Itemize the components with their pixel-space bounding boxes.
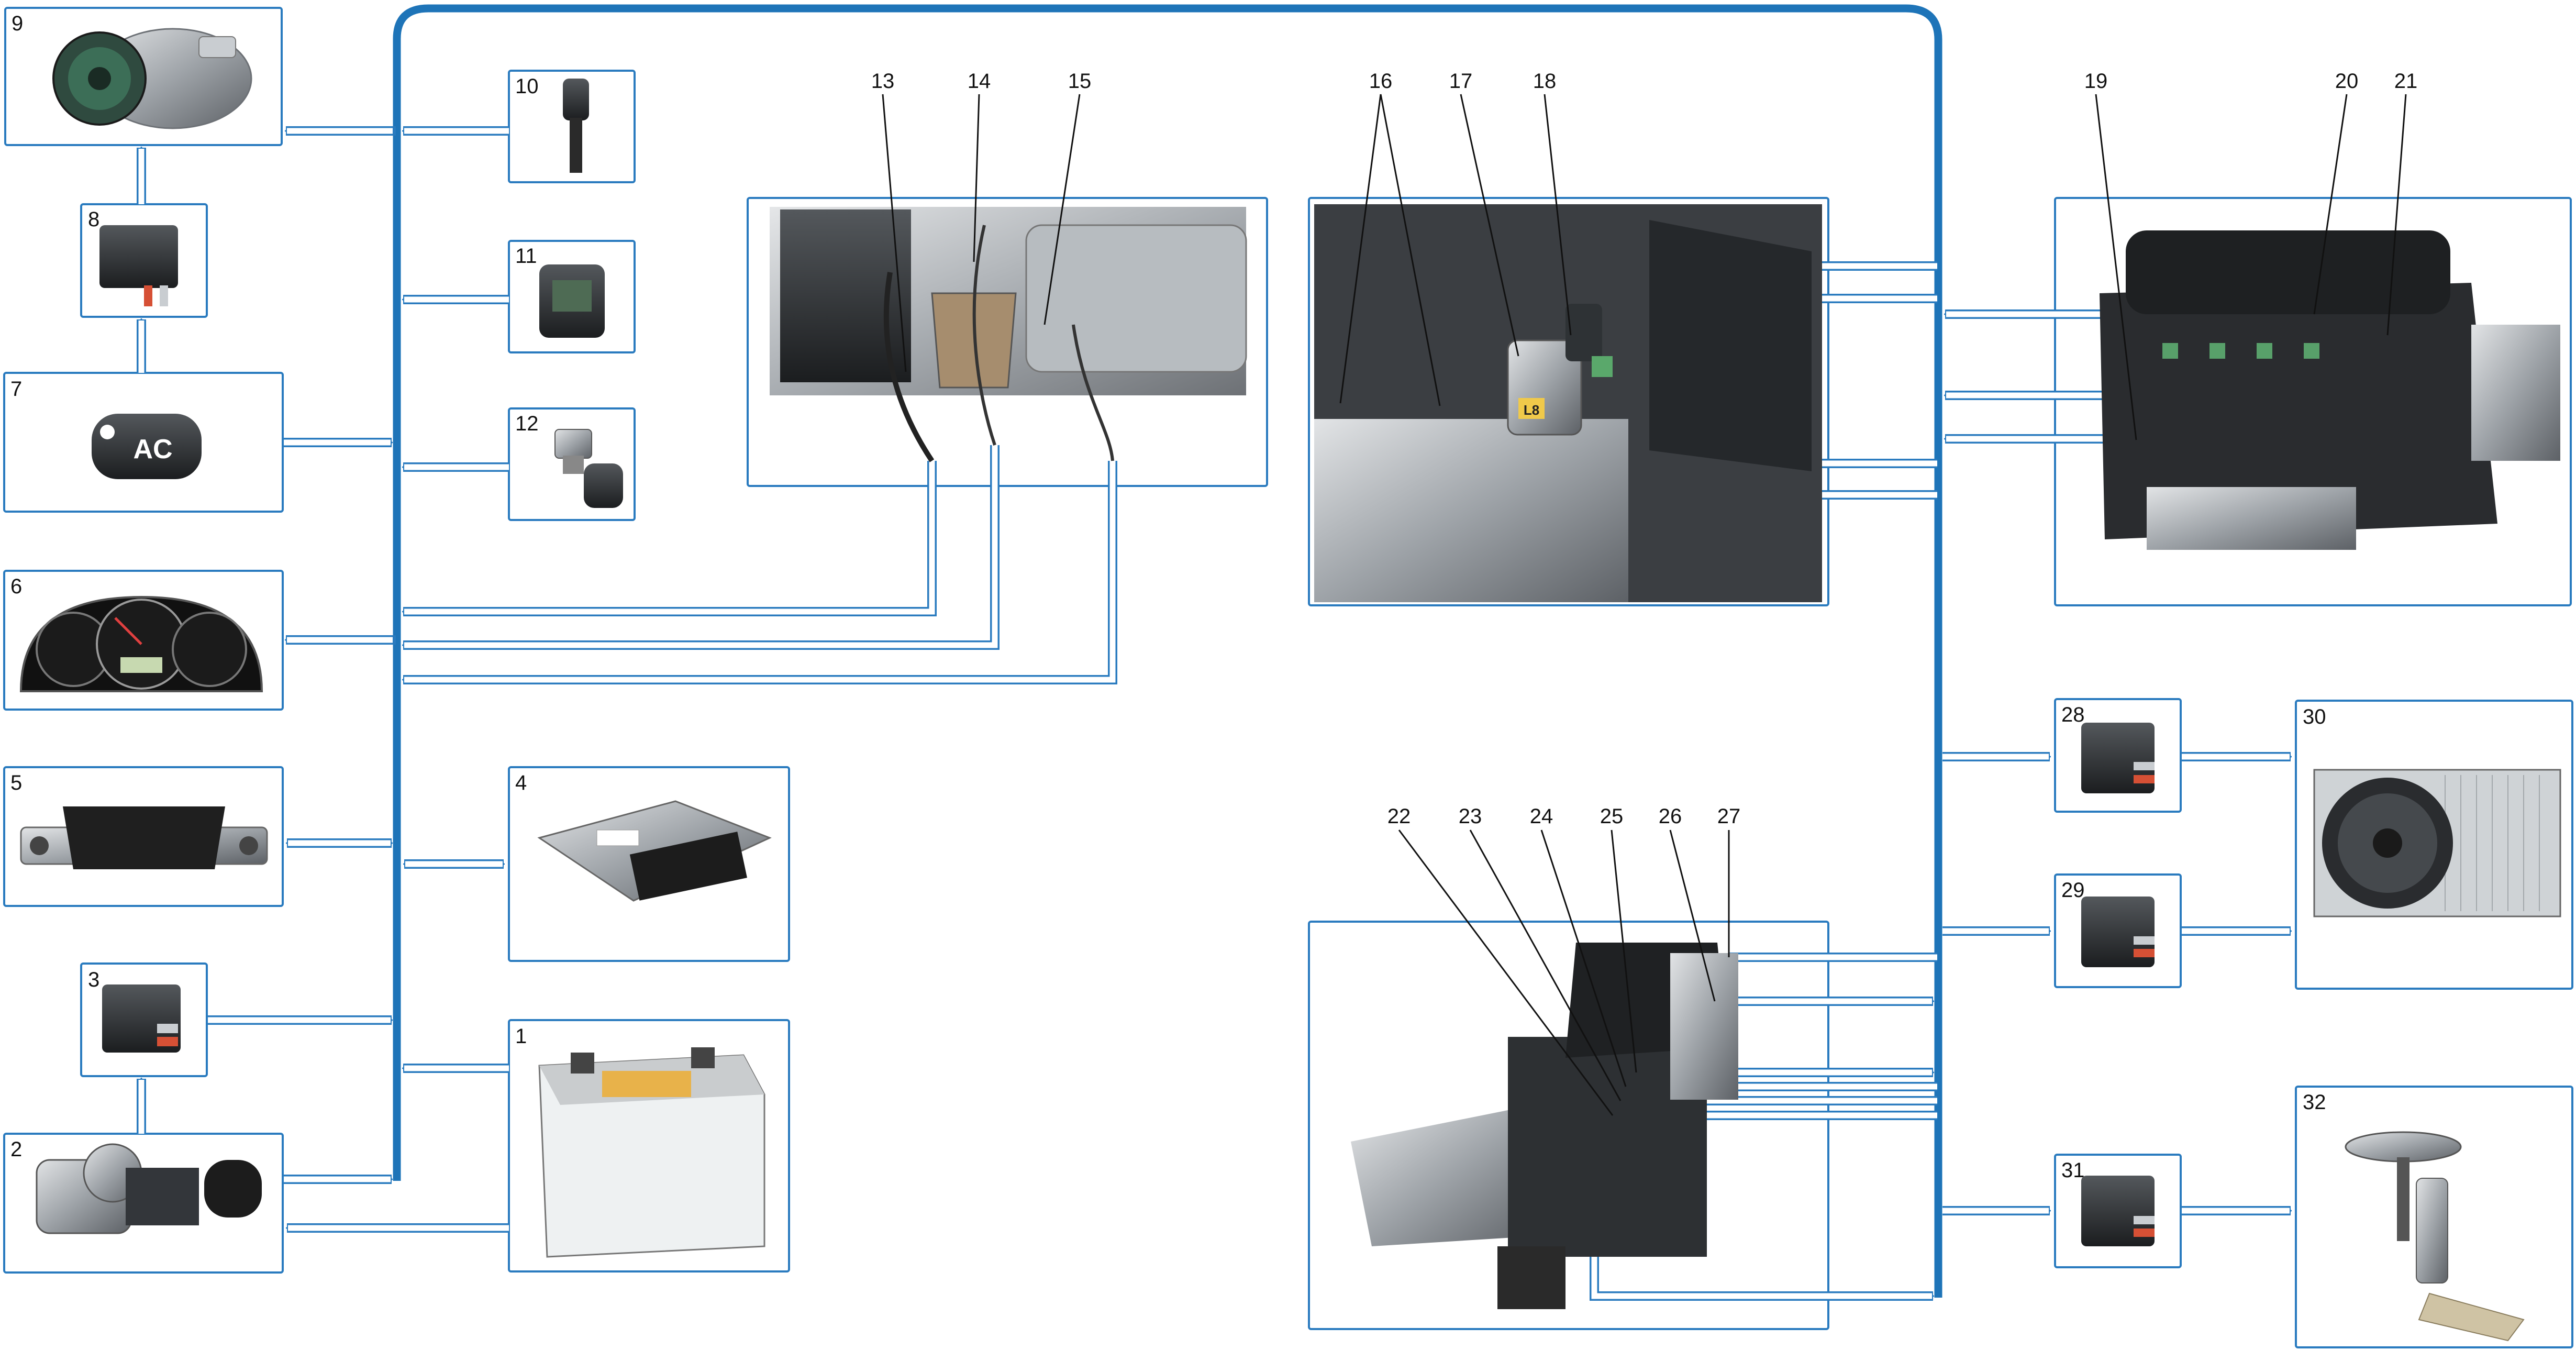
callout-leaders bbox=[882, 94, 2407, 1116]
ac-compressor-icon bbox=[52, 28, 252, 129]
label-31: 31 bbox=[2061, 1159, 2085, 1182]
relay-icon bbox=[2081, 1176, 2155, 1246]
throttle-body-photo-icon: L8 bbox=[1314, 204, 1822, 602]
label-11: 11 bbox=[515, 245, 537, 268]
callout-13: 13 bbox=[871, 70, 895, 93]
callout-20: 20 bbox=[2335, 70, 2359, 93]
callout-16: 16 bbox=[1369, 70, 1393, 93]
label-32: 32 bbox=[2303, 1091, 2326, 1114]
label-5: 5 bbox=[10, 771, 22, 794]
callout-15: 15 bbox=[1068, 70, 1092, 93]
relay-icon bbox=[2081, 897, 2155, 967]
callout-26: 26 bbox=[1659, 805, 1682, 828]
engine-top-photo-icon bbox=[2100, 230, 2560, 550]
callout-18: 18 bbox=[1533, 70, 1557, 93]
callout-25: 25 bbox=[1600, 805, 1624, 828]
label-2: 2 bbox=[10, 1138, 22, 1161]
label-28: 28 bbox=[2061, 703, 2085, 726]
label-29: 29 bbox=[2061, 879, 2085, 902]
ecu-module-icon bbox=[537, 800, 772, 902]
fuel-pump-icon bbox=[2345, 1131, 2525, 1342]
callout-27: 27 bbox=[1717, 805, 1741, 828]
main-bus bbox=[393, 4, 1942, 1298]
relay-icon bbox=[2081, 723, 2155, 793]
callout-23: 23 bbox=[1459, 805, 1482, 828]
label-7: 7 bbox=[10, 378, 22, 401]
sensor-connector-icon bbox=[539, 264, 605, 338]
callout-19: 19 bbox=[2084, 70, 2108, 93]
speed-sensor-icon bbox=[563, 79, 589, 173]
callout-14: 14 bbox=[968, 70, 991, 93]
label-6: 6 bbox=[10, 575, 22, 598]
instrument-cluster-icon bbox=[19, 595, 263, 692]
callout-21: 21 bbox=[2394, 70, 2418, 93]
pressure-sensor-icon bbox=[554, 429, 623, 508]
callout-24: 24 bbox=[1530, 805, 1553, 828]
ac-button-text: AC bbox=[133, 434, 172, 464]
ac-button-icon: AC bbox=[92, 414, 202, 479]
relay-icon bbox=[99, 225, 178, 306]
label-10: 10 bbox=[515, 75, 539, 98]
label-1: 1 bbox=[515, 1025, 527, 1048]
label-3: 3 bbox=[88, 968, 99, 991]
label-8: 8 bbox=[88, 208, 99, 231]
engine-exhaust-photo-icon bbox=[770, 207, 1247, 462]
diagnostic-connector-icon bbox=[20, 806, 268, 869]
ignition-switch-icon bbox=[36, 1143, 262, 1234]
label-9: 9 bbox=[12, 12, 23, 35]
throttle-tag: L8 bbox=[1524, 402, 1539, 418]
label-12: 12 bbox=[515, 412, 539, 435]
callout-17: 17 bbox=[1449, 70, 1473, 93]
radiator-fan-icon bbox=[2313, 769, 2561, 917]
label-4: 4 bbox=[515, 771, 527, 794]
battery-icon bbox=[538, 1047, 765, 1258]
label-30: 30 bbox=[2303, 705, 2326, 728]
relay-icon bbox=[102, 984, 181, 1053]
callout-22: 22 bbox=[1387, 805, 1411, 828]
